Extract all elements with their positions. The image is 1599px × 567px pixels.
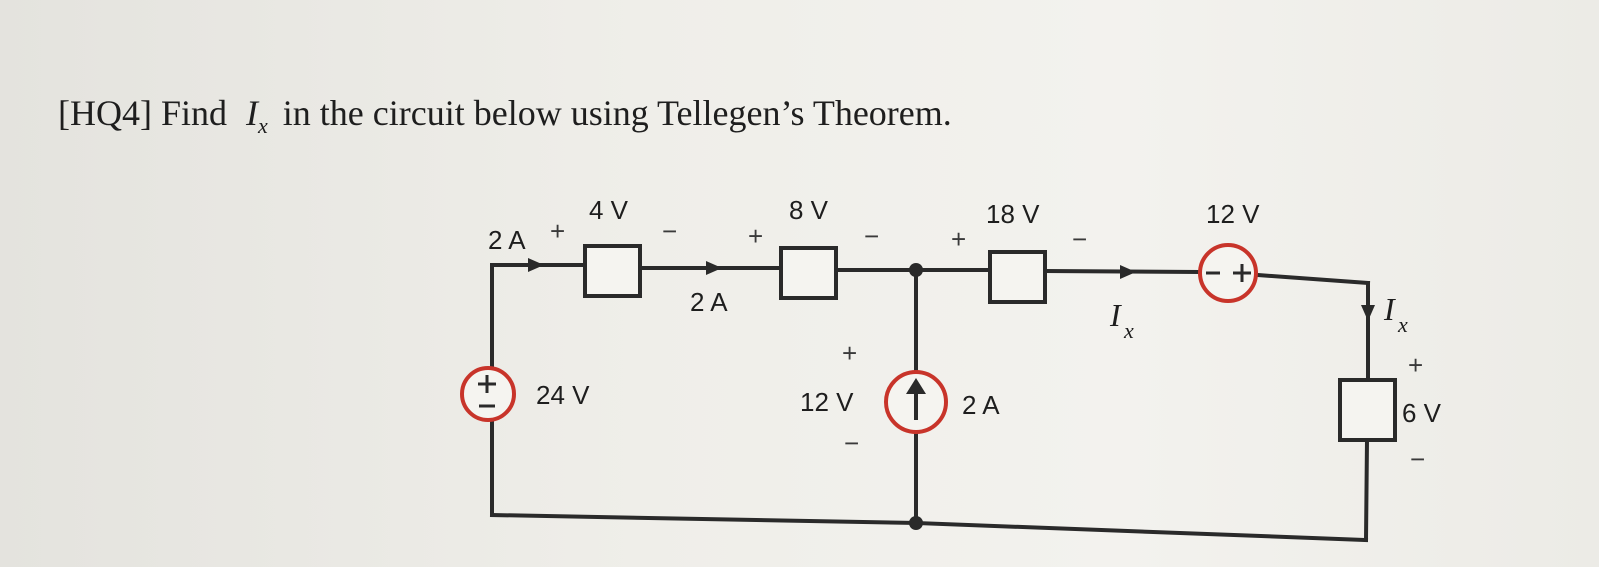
problem-variable: Ix: [246, 93, 268, 139]
sign-18v-plus: +: [951, 224, 966, 254]
problem-label: [HQ4]: [58, 93, 152, 133]
label-12v-top: 12 V: [1206, 199, 1260, 229]
voltage-source-12v-circle: [1198, 243, 1258, 303]
problem-statement: [HQ4] Find Ix in the circuit below using…: [58, 92, 952, 139]
label-ix-right-sub: x: [1397, 312, 1408, 337]
voltage-source-24v-circle: [460, 366, 516, 422]
label-2a-source: 2 A: [962, 390, 1000, 420]
sign-12v-mid-plus: +: [842, 338, 857, 368]
element-box-4v: [583, 244, 642, 298]
wire-bottom-left: [489, 512, 919, 526]
element-box-6v: [1338, 378, 1397, 442]
element-box-8v: [779, 246, 838, 300]
label-24v: 24 V: [536, 380, 590, 410]
label-2a-top: 2 A: [488, 225, 526, 255]
sign-8v-plus: +: [748, 221, 763, 251]
arrow-ix-right-icon: [1361, 305, 1375, 321]
label-ix-mid: I: [1109, 297, 1122, 333]
label-6v: 6 V: [1402, 398, 1442, 428]
label-8v: 8 V: [789, 195, 829, 225]
junction-dot-top: [909, 263, 923, 277]
sign-18v-minus: −: [1072, 224, 1087, 254]
junction-dot-bottom: [909, 516, 923, 530]
sign-8v-minus: −: [864, 221, 879, 251]
current-source-arrow-icon: [906, 378, 926, 394]
label-2a-mid: 2 A: [690, 287, 728, 317]
label-12v-mid: 12 V: [800, 387, 854, 417]
sign-6v-minus: −: [1410, 444, 1425, 474]
label-ix-mid-sub: x: [1123, 318, 1134, 343]
arrow-2a-mid-icon: [706, 261, 722, 275]
sign-12v-mid-minus: −: [844, 428, 859, 458]
label-4v: 4 V: [589, 195, 629, 225]
problem-text-after: in the circuit below using Tellegen’s Th…: [282, 93, 952, 133]
current-source-2a: [884, 370, 948, 434]
wire-right-lower: [1363, 437, 1370, 543]
element-box-18v: [988, 250, 1047, 304]
problem-text-before: Find: [160, 93, 228, 133]
wire-bottom-right: [913, 520, 1369, 543]
arrow-2a-top-icon: [528, 258, 544, 272]
label-ix-right: I: [1383, 291, 1396, 327]
arrow-ix-mid-icon: [1120, 265, 1136, 279]
sign-4v-minus: −: [662, 216, 677, 246]
voltage-source-12v: [1198, 243, 1258, 303]
sign-6v-plus: +: [1408, 350, 1423, 380]
wire-top-5: [1255, 272, 1371, 286]
label-18v: 18 V: [986, 199, 1040, 229]
voltage-source-24v: [460, 366, 516, 422]
sign-4v-plus: +: [550, 216, 565, 246]
